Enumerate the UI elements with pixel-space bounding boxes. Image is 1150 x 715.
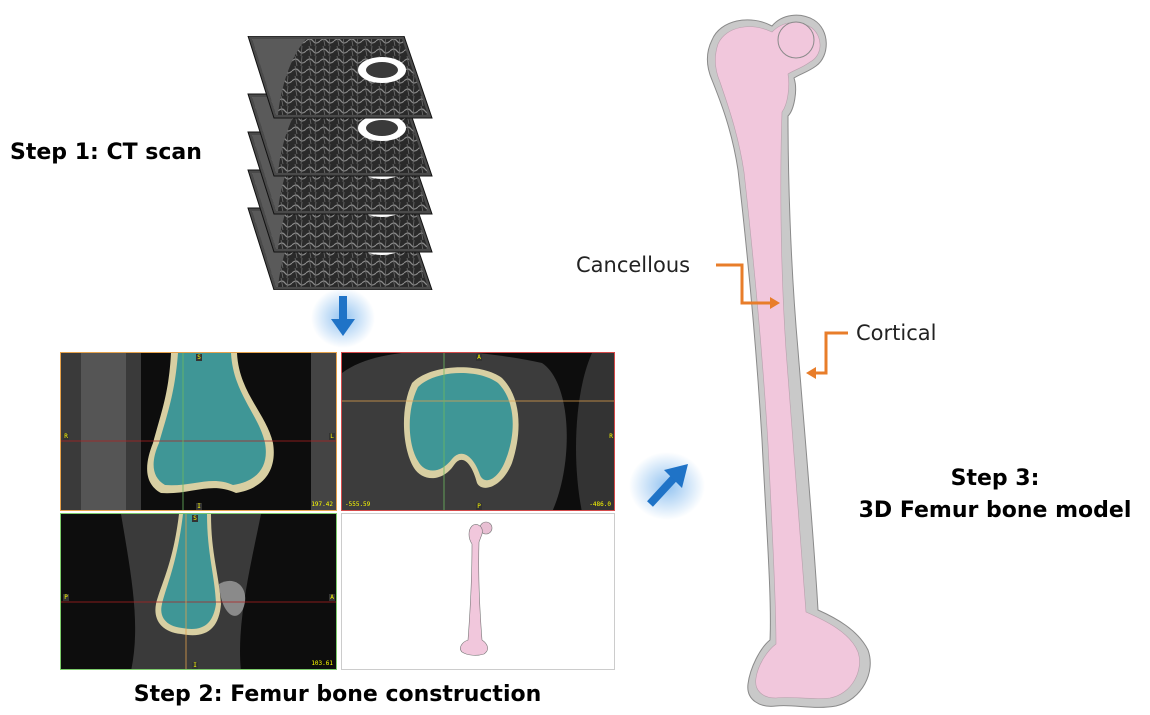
axial-marker-bottom: P xyxy=(476,503,482,510)
axial-marker-right: R xyxy=(608,433,614,440)
sagittal-view-panel: S I P A 103.61 xyxy=(60,513,337,670)
cancellous-label: Cancellous xyxy=(576,253,690,277)
sagittal-marker-top: S xyxy=(192,515,198,522)
cortical-callout-line xyxy=(816,333,848,373)
axial-view-panel: A P R -555.59 -486.0 xyxy=(341,352,615,511)
ct-slice-1 xyxy=(248,36,432,118)
step3-subtitle: 3D Femur bone model xyxy=(850,495,1140,527)
coronal-readout: 197.42 xyxy=(311,501,333,508)
cortical-label: Cortical xyxy=(856,321,936,345)
axial-readout-left: -555.59 xyxy=(345,501,370,508)
coronal-marker-left: R xyxy=(63,433,69,440)
axial-readout-right: -486.0 xyxy=(589,501,611,508)
step1-label: Step 1: CT scan xyxy=(10,140,202,165)
axial-femur-slice xyxy=(342,353,615,511)
coronal-marker-right: L xyxy=(329,433,335,440)
step3-title: Step 3: xyxy=(850,463,1140,495)
mini-femur-model xyxy=(342,514,615,670)
coronal-marker-bottom: I xyxy=(196,503,202,510)
coronal-view-panel: S I R L 197.42 xyxy=(60,352,337,511)
ct-slice-stack xyxy=(236,36,436,290)
callout-lines xyxy=(700,255,880,385)
coronal-femur-slice xyxy=(61,353,337,511)
sagittal-femur-slice xyxy=(61,514,337,670)
cancellous-callout-line xyxy=(716,265,770,303)
segmentation-viewer: S I R L 197.42 A P R -555.59 -486.0 xyxy=(60,352,615,670)
sagittal-marker-right: A xyxy=(329,594,335,601)
3d-preview-panel xyxy=(341,513,615,670)
coronal-marker-top: S xyxy=(196,354,202,361)
down-arrow-icon xyxy=(310,286,376,350)
step3-label: Step 3: 3D Femur bone model xyxy=(850,463,1140,527)
sagittal-marker-bottom: I xyxy=(192,662,198,669)
sagittal-readout: 103.61 xyxy=(311,660,333,667)
sagittal-marker-left: P xyxy=(63,594,69,601)
axial-marker-top: A xyxy=(476,354,482,361)
step2-label: Step 2: Femur bone construction xyxy=(60,682,615,707)
